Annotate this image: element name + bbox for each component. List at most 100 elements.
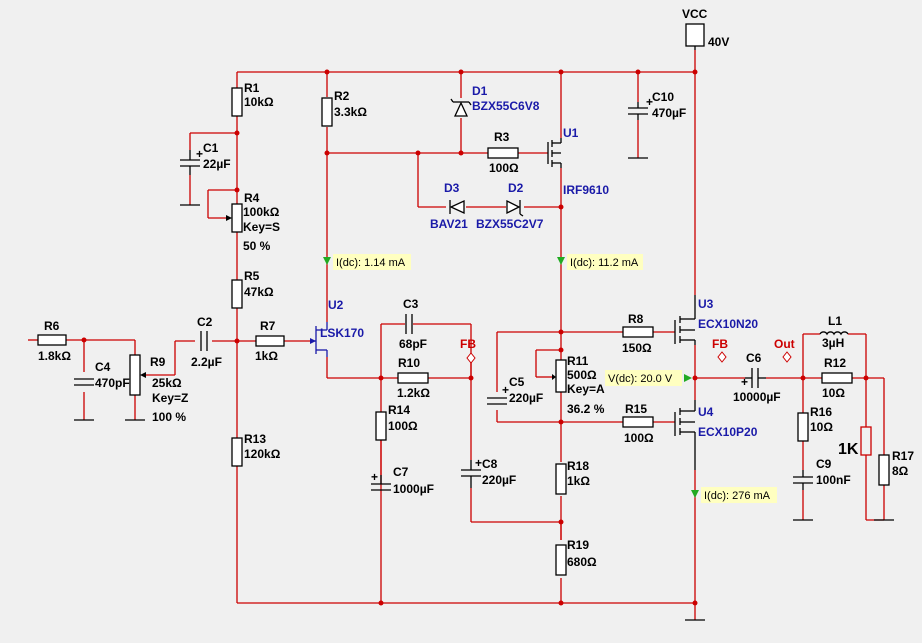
resistor-R17[interactable]: R17 8Ω — [878, 449, 914, 486]
R1-ref: R1 — [244, 81, 260, 95]
resistor-R12[interactable]: R12 10Ω — [821, 356, 853, 400]
out-label: Out — [774, 337, 795, 351]
R2-ref: R2 — [334, 89, 350, 103]
R11-setting: 36.2 % — [567, 402, 605, 416]
U2-ref: U2 — [328, 298, 344, 312]
probe-p1-text: I(dc): 1.14 mA — [336, 257, 406, 269]
svg-text:+: + — [475, 456, 482, 470]
mosfet-U4[interactable]: U4 ECX10P20 — [674, 400, 758, 470]
R11-ref: R11 — [567, 354, 589, 368]
D2-value: BZX55C2V7 — [476, 217, 544, 231]
D3-ref: D3 — [444, 181, 460, 195]
R9-value: 25kΩ — [152, 376, 182, 390]
load-resistor-1k[interactable]: 1K — [838, 426, 872, 458]
resistor-R19[interactable]: R19 680Ω — [555, 538, 597, 576]
R4-value: 100kΩ — [243, 205, 280, 219]
resistor-R6[interactable]: R6 1.8kΩ — [37, 319, 71, 363]
R16-ref: R16 — [810, 405, 832, 419]
R5-value: 47kΩ — [244, 285, 274, 299]
potentiometer-R9[interactable]: R9 25kΩ Key=Z 100 % — [129, 354, 188, 424]
probe-current-u2[interactable]: I(dc): 1.14 mA — [323, 254, 411, 270]
C7-ref: C7 — [393, 465, 409, 479]
R4-setting: 50 % — [243, 239, 271, 253]
R4-key: Key=S — [243, 220, 280, 234]
capacitor-C5[interactable]: + C5 220µF — [487, 375, 543, 405]
C5-value: 220µF — [509, 391, 543, 405]
C10-value: 470µF — [652, 106, 686, 120]
inductor-L1[interactable]: L1 3µH — [819, 314, 849, 350]
R11-key: Key=A — [567, 382, 605, 396]
R4-ref: R4 — [244, 191, 260, 205]
resistor-R10[interactable]: R10 1.2kΩ — [397, 356, 430, 400]
R12-ref: R12 — [824, 356, 846, 370]
resistor-R1[interactable]: R1 10kΩ — [231, 81, 274, 117]
resistor-R5[interactable]: R5 47kΩ — [231, 269, 274, 309]
R11-value: 500Ω — [567, 368, 597, 382]
vcc-name: VCC — [682, 7, 708, 21]
capacitor-C6[interactable]: + C6 10000µF — [733, 351, 781, 404]
U3-value: ECX10N20 — [698, 317, 758, 331]
probe-current-u4[interactable]: I(dc): 276 mA — [691, 487, 777, 503]
R6-value: 1.8kΩ — [38, 349, 71, 363]
load-label: 1K — [838, 441, 859, 458]
R3-value: 100Ω — [489, 161, 519, 175]
D1-value: BZX55C6V8 — [472, 99, 540, 113]
R1-value: 10kΩ — [244, 95, 274, 109]
resistor-R13[interactable]: R13 120kΩ — [231, 432, 281, 467]
junctions — [81, 69, 869, 606]
net-label-out: Out — [774, 337, 795, 363]
C3-value: 68pF — [399, 337, 427, 351]
svg-text:+: + — [196, 147, 203, 161]
capacitor-C3[interactable]: C3 68pF — [399, 297, 427, 351]
probe-p2-text: I(dc): 11.2 mA — [570, 257, 639, 269]
fb-label-right: FB — [712, 337, 728, 351]
resistor-R16[interactable]: R16 10Ω — [797, 405, 833, 442]
R5-ref: R5 — [244, 269, 260, 283]
capacitor-C8[interactable]: + C8 220µF — [461, 456, 516, 488]
C4-ref: C4 — [95, 360, 111, 374]
R19-value: 680Ω — [567, 555, 597, 569]
capacitor-C4[interactable]: C4 470pF — [74, 360, 130, 390]
mosfet-U1[interactable]: U1 IRF9610 — [547, 126, 609, 197]
resistor-R8[interactable]: R8 150Ω — [622, 312, 654, 355]
capacitor-C10[interactable]: + C10 470µF — [628, 90, 686, 120]
capacitor-C2[interactable]: C2 2.2µF — [191, 315, 222, 369]
C6-value: 10000µF — [733, 390, 781, 404]
D2-ref: D2 — [508, 181, 524, 195]
resistor-R15[interactable]: R15 100Ω — [622, 402, 654, 445]
R6-ref: R6 — [44, 319, 60, 333]
C7-value: 1000µF — [393, 482, 434, 496]
R15-value: 100Ω — [624, 431, 654, 445]
R9-setting: 100 % — [152, 410, 186, 424]
resistor-R2[interactable]: R2 3.3kΩ — [321, 89, 367, 127]
wires — [28, 50, 885, 620]
C9-ref: C9 — [816, 457, 832, 471]
R13-value: 120kΩ — [244, 447, 281, 461]
capacitor-C1[interactable]: + C1 22µF — [180, 141, 231, 175]
probe-p3-text: V(dc): 20.0 V — [608, 373, 673, 385]
resistor-R14[interactable]: R14 100Ω — [375, 403, 418, 441]
L1-ref: L1 — [828, 314, 842, 328]
capacitor-C9[interactable]: C9 100nF — [793, 457, 851, 490]
diode-D3[interactable]: D3 BAV21 — [430, 181, 468, 231]
resistor-R3[interactable]: R3 100Ω — [487, 130, 519, 175]
ground-symbols — [74, 157, 894, 621]
zener-D1[interactable]: D1 BZX55C6V8 — [450, 84, 540, 117]
potentiometer-R11[interactable]: R11 500Ω Key=A 36.2 % — [552, 354, 605, 416]
D1-ref: D1 — [472, 84, 488, 98]
resistor-R18[interactable]: R18 1kΩ — [555, 459, 590, 495]
mosfet-U3[interactable]: U3 ECX10N20 — [674, 295, 758, 345]
C3-ref: C3 — [403, 297, 419, 311]
vcc-source[interactable]: VCC 40V — [682, 7, 729, 50]
vcc-value: 40V — [708, 35, 729, 49]
capacitor-C7[interactable]: + C7 1000µF — [371, 465, 434, 496]
fb-label-left: FB — [460, 337, 476, 351]
potentiometer-R4[interactable]: R4 100kΩ Key=S 50 % — [226, 191, 280, 253]
jfet-U2[interactable]: U2 LSK170 — [310, 298, 364, 357]
probe-voltage-out[interactable]: V(dc): 20.0 V — [605, 370, 692, 386]
resistor-R7[interactable]: R7 1kΩ — [255, 319, 285, 363]
probe-current-u1[interactable]: I(dc): 11.2 mA — [557, 254, 643, 270]
U3-ref: U3 — [698, 297, 714, 311]
zener-D2[interactable]: D2 BZX55C2V7 — [476, 181, 544, 231]
